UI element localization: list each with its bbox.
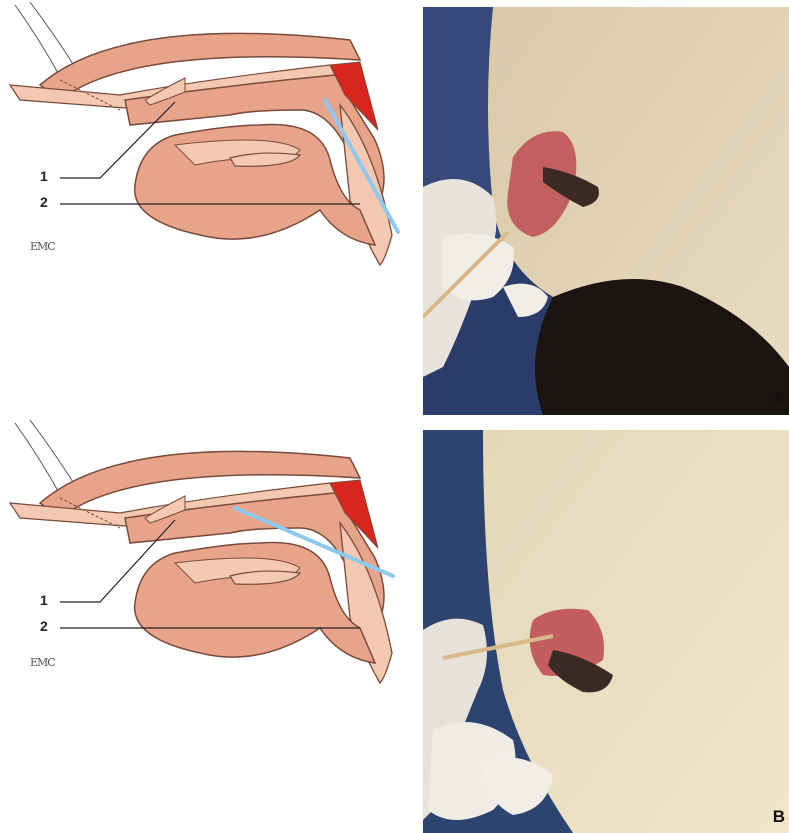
nasal-cavity-illustration-a bbox=[0, 0, 415, 300]
dog-nose-swab-photo-b bbox=[423, 430, 789, 833]
callout-label-1: 1 bbox=[40, 592, 48, 608]
anatomy-diagram-a: 1 2 EMC bbox=[0, 0, 415, 300]
photo-b: B bbox=[423, 430, 789, 833]
panel-letter-b: B bbox=[773, 807, 785, 827]
emc-logo: EMC bbox=[30, 656, 55, 669]
photo-a: A bbox=[423, 7, 789, 415]
callout-label-2: 2 bbox=[40, 194, 48, 210]
callout-label-1: 1 bbox=[40, 168, 48, 184]
panel-letter-a: A bbox=[773, 389, 785, 409]
emc-logo: EMC bbox=[30, 240, 55, 253]
nasal-cavity-illustration-b bbox=[0, 418, 415, 718]
callout-label-2: 2 bbox=[40, 618, 48, 634]
dog-nose-swab-photo-a bbox=[423, 7, 789, 415]
anatomy-diagram-b: 1 2 EMC bbox=[0, 418, 415, 718]
